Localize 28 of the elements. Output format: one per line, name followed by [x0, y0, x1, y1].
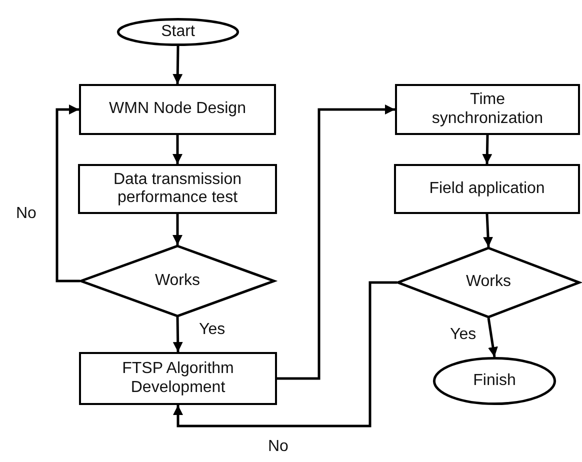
node-label: Data transmission performance test: [112, 170, 243, 208]
process-box: [79, 84, 276, 135]
arrow: [172, 316, 183, 352]
node-label: WMN Node Design: [109, 100, 246, 119]
process-box: [78, 164, 277, 214]
arrow: [172, 214, 182, 245]
arrow: [487, 318, 498, 358]
node-label: FTSP Algorithm Development: [121, 360, 235, 397]
node-label: Time synchronization: [430, 91, 544, 128]
arrow: [483, 214, 494, 248]
arrow: [172, 135, 182, 164]
arrow: [172, 46, 183, 84]
process-box: [79, 352, 277, 405]
node-label: Works: [466, 273, 512, 292]
node-label: Field application: [429, 180, 545, 198]
node-label: Works: [154, 272, 200, 290]
terminal-ellipse: [433, 357, 556, 405]
node-label: Start: [161, 22, 195, 42]
node-label: Finish: [473, 372, 516, 390]
arrow: [277, 104, 395, 380]
process-box: [394, 164, 580, 214]
decision-diamond: [397, 247, 580, 318]
process-box: [395, 84, 580, 135]
arrow: [56, 104, 80, 282]
terminal-ellipse: [117, 18, 239, 46]
arrow: [482, 134, 492, 164]
decision-diamond: [80, 245, 275, 317]
arrow: [173, 281, 397, 428]
